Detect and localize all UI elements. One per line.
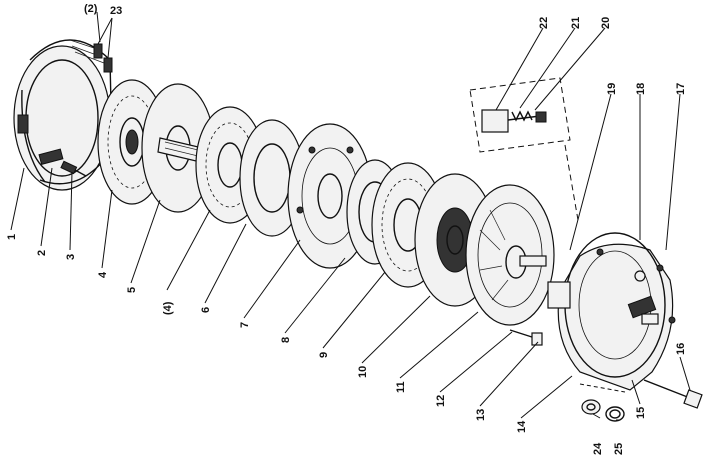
- callout-3: 3: [65, 254, 77, 260]
- callout-17: 17: [675, 83, 687, 95]
- callout-19: 19: [606, 83, 618, 95]
- part-nut-24: [581, 399, 601, 415]
- callout-13: 13: [475, 409, 487, 421]
- callout-9: 9: [318, 352, 330, 358]
- callout-4: 4: [97, 271, 109, 278]
- callout-15: 15: [635, 407, 647, 419]
- callout-2: 2: [36, 250, 48, 256]
- callout-2-paren: (2): [84, 3, 98, 15]
- callout-8: 8: [280, 337, 292, 343]
- callout-25: 25: [613, 443, 625, 455]
- callout-1: 1: [6, 234, 18, 240]
- detail-inset-box: [469, 77, 579, 221]
- callout-20: 20: [600, 17, 612, 29]
- part-small-bolt: [60, 160, 87, 177]
- callout-10: 10: [357, 366, 369, 378]
- callout-4-paren: (4): [162, 301, 174, 315]
- part-rear-housing-14: [547, 232, 676, 391]
- callout-7: 7: [239, 322, 251, 328]
- callout-16: 16: [675, 343, 687, 355]
- part-bolt-12: [509, 329, 543, 346]
- callout-23: 23: [110, 5, 122, 17]
- callout-22: 22: [538, 17, 550, 29]
- part-long-bolt-16: [643, 379, 703, 409]
- callout-11: 11: [395, 381, 407, 393]
- callout-18: 18: [635, 83, 647, 95]
- callout-labels: (2) 23 1 2 3 4 5 (4) 6 7 8 9 10 11 12 13…: [6, 3, 687, 455]
- callout-5: 5: [126, 287, 138, 293]
- callout-14: 14: [516, 420, 528, 433]
- part-ribbed-cover-11: [465, 184, 555, 326]
- part-washer-25: [605, 406, 625, 422]
- leader-lines: [10, 11, 691, 421]
- callout-24: 24: [592, 442, 604, 455]
- callout-6: 6: [200, 307, 212, 313]
- part-housing-fitting: [627, 270, 659, 325]
- callout-21: 21: [570, 17, 582, 29]
- callout-12: 12: [435, 395, 447, 407]
